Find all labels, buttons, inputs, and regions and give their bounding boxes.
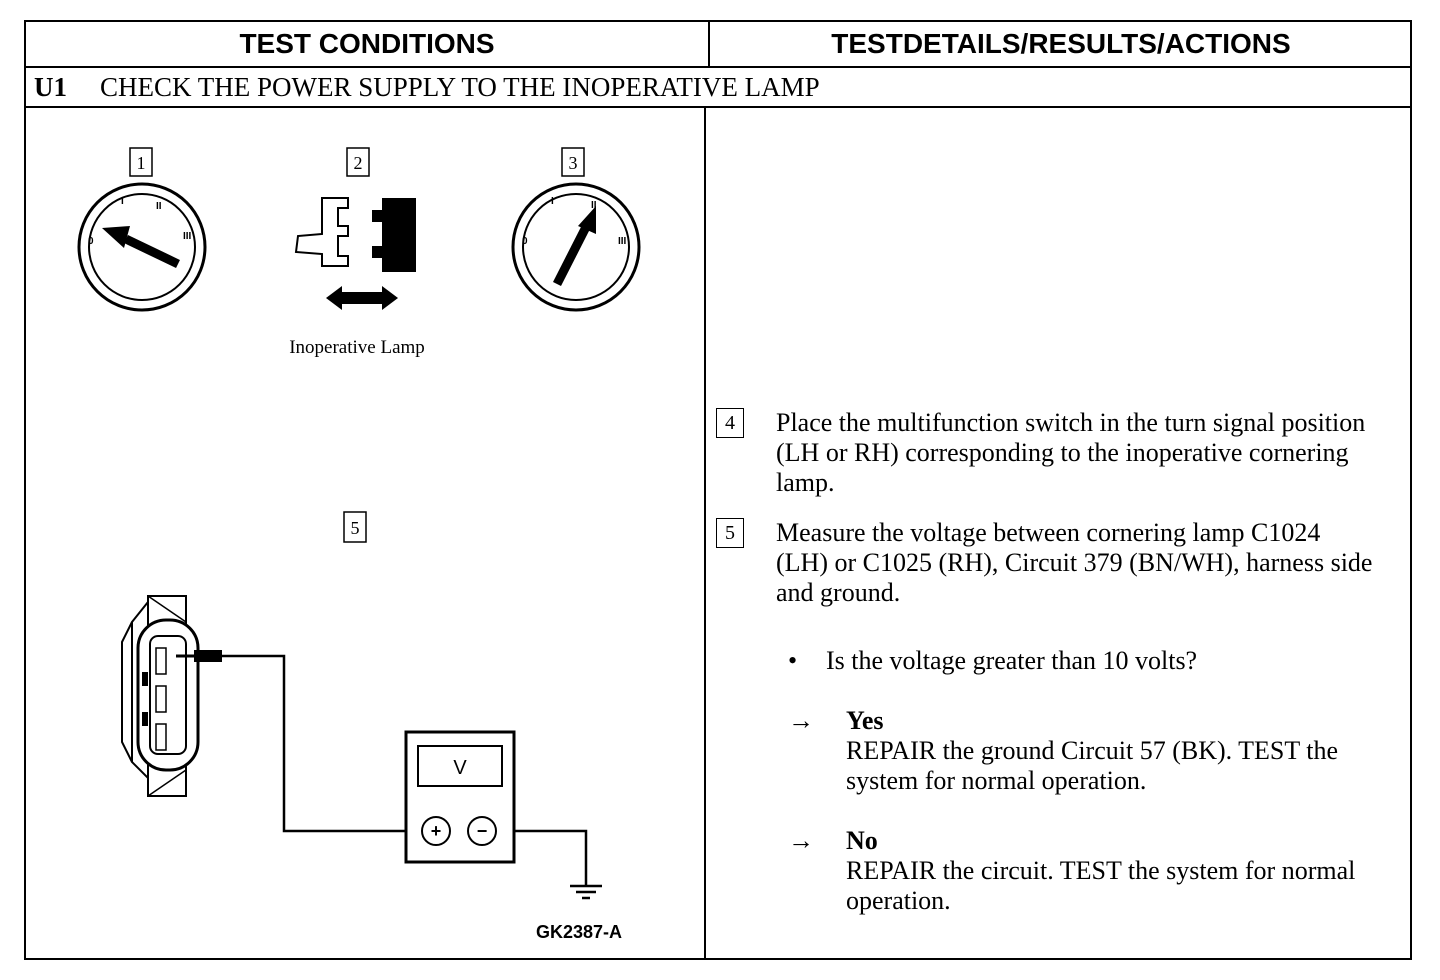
callout-5: 5 (343, 511, 367, 543)
inoperative-lamp-label: Inoperative Lamp (289, 337, 425, 358)
header-divider (26, 66, 1410, 68)
callout-3: 3 (561, 147, 585, 177)
negative-lead-wire (504, 829, 588, 886)
question-text: Is the voltage greater than 10 volts? (826, 646, 1198, 675)
test-conditions-diagram: 1 0 I II III 2 Inoperative Lamp (77, 147, 641, 942)
svg-text:1: 1 (137, 153, 146, 173)
result-label: No (846, 826, 878, 855)
result-action: REPAIR the ground Circuit 57 (BK). TEST … (846, 736, 1339, 795)
svg-text:I: I (121, 196, 124, 207)
result-label: Yes (846, 706, 884, 735)
column-divider-body (704, 108, 706, 960)
svg-text:0: 0 (88, 236, 94, 247)
instruction-4: 4 Place the multifunction switch in the … (716, 408, 1396, 504)
instruction-number: 5 (716, 518, 744, 548)
svg-text:II: II (156, 201, 162, 212)
result-no: → No REPAIR the circuit. TEST the system… (788, 826, 1388, 922)
result-action: REPAIR the circuit. TEST the system for … (846, 856, 1356, 915)
figure-id: GK2387-A (536, 922, 622, 942)
instruction-number: 4 (716, 408, 744, 438)
harness-connector-icon (121, 595, 200, 797)
instruction-5: 5 Measure the voltage between cornering … (716, 518, 1396, 614)
meter-positive-terminal: + (431, 821, 442, 841)
callout-1: 1 (129, 147, 153, 177)
test-details-column: 4 Place the multifunction switch in the … (716, 108, 1406, 958)
svg-text:5: 5 (351, 518, 360, 538)
connector-disconnected-icon (294, 197, 416, 310)
instruction-text: Measure the voltage between cornering la… (776, 518, 1373, 607)
svg-text:III: III (183, 231, 192, 242)
meter-negative-terminal: − (477, 821, 488, 841)
step-id: U1 (34, 71, 67, 102)
question-row: • Is the voltage greater than 10 volts? (788, 646, 1348, 678)
bullet-icon: • (788, 646, 798, 675)
svg-text:2: 2 (354, 153, 363, 173)
svg-text:I: I (551, 196, 554, 207)
test-table: TEST CONDITIONS TESTDETAILS/RESULTS/ACTI… (24, 20, 1412, 960)
column-divider-top (708, 22, 710, 66)
step-title: CHECK THE POWER SUPPLY TO THE INOPERATIV… (100, 71, 820, 102)
ground-icon (570, 884, 602, 900)
arrow-right-icon: → (788, 706, 814, 735)
arrow-right-icon: → (788, 826, 814, 855)
step-divider (26, 106, 1410, 108)
meter-display-label: V (453, 757, 467, 779)
step-title-row: U1 CHECK THE POWER SUPPLY TO THE INOPERA… (26, 68, 1410, 106)
test-probe-icon (176, 650, 222, 662)
header-test-conditions: TEST CONDITIONS (239, 28, 495, 59)
positive-lead-wire (222, 654, 408, 833)
header-test-details: TESTDETAILS/RESULTS/ACTIONS (831, 28, 1291, 59)
voltmeter-icon: V + − (404, 730, 516, 864)
ignition-switch-off-icon: 0 I II III (77, 182, 207, 312)
instruction-text: Place the multifunction switch in the tu… (776, 408, 1366, 497)
result-yes: → Yes REPAIR the ground Circuit 57 (BK).… (788, 706, 1388, 802)
callout-2: 2 (346, 147, 370, 177)
ignition-switch-run-icon: 0 I II III (511, 182, 641, 312)
svg-text:3: 3 (569, 153, 578, 173)
svg-text:0: 0 (522, 236, 528, 247)
svg-text:II: II (591, 200, 597, 211)
svg-text:III: III (618, 236, 627, 247)
